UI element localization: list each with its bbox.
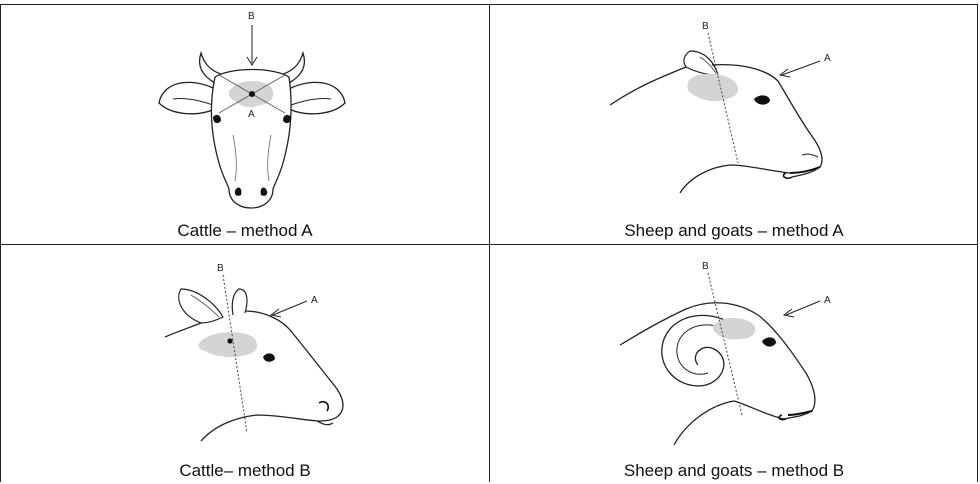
panel-sheep-goats-method-b: B A Sheep and goats – method B [490,245,978,484]
label-b: B [248,11,255,22]
panel-cattle-method-a: B A Cattle – method A [1,5,489,244]
cattle-side-illustration: B A [164,263,344,442]
label-a: A [248,109,255,120]
cattle-front-illustration: B A [158,11,346,209]
label-b: B [702,261,709,272]
caption-cattle-method-a: Cattle – method A [177,221,313,240]
label-a: A [824,295,831,306]
panel-cattle-method-b: B A Cattle– method B [1,245,489,484]
row-divider [1,244,977,245]
caption-sheep-goats-method-b: Sheep and goats – method B [623,461,845,480]
sheep-side-illustration: B A [609,21,831,194]
label-a: A [311,295,318,306]
figure-table: B A Cattle – method A [0,4,978,482]
column-divider [489,5,490,482]
ram-side-illustration: B A [619,261,831,446]
label-b: B [702,21,709,32]
label-b: B [217,263,224,274]
panel-sheep-goats-method-a: B A Sheep and goats – method A [490,5,978,244]
caption-cattle-method-b: Cattle– method B [179,461,311,480]
caption-sheep-goats-method-a: Sheep and goats – method A [624,221,844,240]
label-a: A [824,53,831,64]
